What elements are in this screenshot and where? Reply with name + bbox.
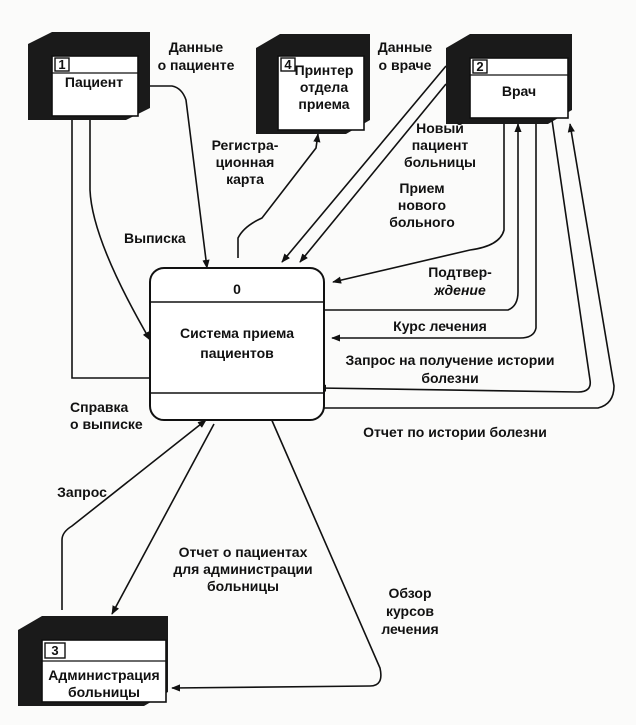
- entity-patient-number: 1: [58, 57, 65, 72]
- label-new-patient-1: Новый: [416, 120, 464, 136]
- label-admin-report-2: для администрации: [173, 561, 312, 577]
- flow-doctor-data: [281, 65, 447, 263]
- entity-doctor: 2 Врач: [446, 34, 572, 124]
- label-history-report: Отчет по истории болезни: [363, 424, 547, 440]
- label-request: Запрос: [57, 484, 107, 500]
- label-treatment-review-2: курсов: [386, 603, 434, 619]
- flow-discharge: [89, 118, 151, 341]
- label-discharge: Выписка: [124, 230, 186, 246]
- flow-patient-data: [138, 85, 210, 269]
- label-patient-data-2: о пациенте: [158, 57, 235, 73]
- label-reg-card-1: Регистра-: [212, 137, 279, 153]
- label-reg-card-3: карта: [226, 171, 264, 187]
- label-history-request-2: болезни: [421, 370, 478, 386]
- entity-patient: 1 Пациент: [28, 32, 150, 120]
- label-treatment-review-3: лечения: [381, 621, 438, 637]
- label-history-request-1: Запрос на получение истории: [346, 352, 555, 368]
- entity-printer-line-1: Принтер: [295, 62, 354, 78]
- flow-treatment-review: [171, 415, 382, 692]
- label-treatment-review-1: Обзор: [388, 585, 431, 601]
- flow-confirmation: [325, 123, 522, 311]
- flow-discharge-note: [68, 111, 150, 379]
- entity-admin-number: 3: [51, 643, 58, 658]
- label-doctor-data-1: Данные: [378, 39, 433, 55]
- process-number: 0: [233, 281, 241, 297]
- flow-treatment: [331, 120, 537, 342]
- flow-lines: [61, 65, 615, 692]
- label-admit-new-1: Прием: [399, 180, 444, 196]
- label-confirmation-2: ждение: [433, 282, 486, 298]
- label-new-patient-2: пациент: [412, 137, 469, 153]
- entity-printer-number: 4: [284, 57, 292, 72]
- label-new-patient-3: больницы: [404, 154, 476, 170]
- process-node: 0 Система приема пациентов: [149, 267, 325, 421]
- process-title-line-2: пациентов: [200, 345, 274, 361]
- flow-labels: Данные о пациенте Выписка Справка о выпи…: [57, 39, 554, 637]
- entity-printer-line-2: отдела: [300, 79, 348, 95]
- label-discharge-note-1: Справка: [70, 399, 129, 415]
- entity-doctor-label: Врач: [502, 83, 536, 99]
- label-confirmation-1: Подтвер-: [428, 264, 492, 280]
- flow-history-report: [322, 123, 615, 409]
- flow-admin-report: [111, 423, 215, 615]
- label-discharge-note-2: о выписке: [70, 416, 143, 432]
- label-treatment: Курс лечения: [393, 318, 487, 334]
- label-reg-card-2: ционная: [216, 154, 275, 170]
- flow-history-request: [317, 119, 592, 393]
- flow-admit-new: [332, 120, 505, 284]
- entity-doctor-number: 2: [476, 59, 483, 74]
- label-doctor-data-2: о враче: [379, 57, 432, 73]
- label-admit-new-2: нового: [398, 197, 446, 213]
- process-box: [149, 267, 325, 421]
- process-title-line-1: Система приема: [180, 325, 294, 341]
- flow-reg-card: [237, 133, 321, 258]
- entity-admin-line-1: Администрация: [48, 667, 159, 683]
- flow-request: [61, 419, 207, 610]
- entity-printer: 4 Принтер отдела приема: [256, 34, 370, 134]
- entity-printer-line-3: приема: [298, 96, 349, 112]
- label-patient-data-1: Данные: [169, 39, 224, 55]
- label-admin-report-3: больницы: [207, 578, 279, 594]
- flow-new-patient: [299, 83, 447, 263]
- entity-patient-label: Пациент: [65, 74, 123, 90]
- entity-admin-line-2: больницы: [68, 684, 140, 700]
- label-admin-report-1: Отчет о пациентах: [179, 544, 308, 560]
- label-admit-new-3: больного: [389, 214, 455, 230]
- entity-admin: 3 Администрация больницы: [18, 616, 168, 706]
